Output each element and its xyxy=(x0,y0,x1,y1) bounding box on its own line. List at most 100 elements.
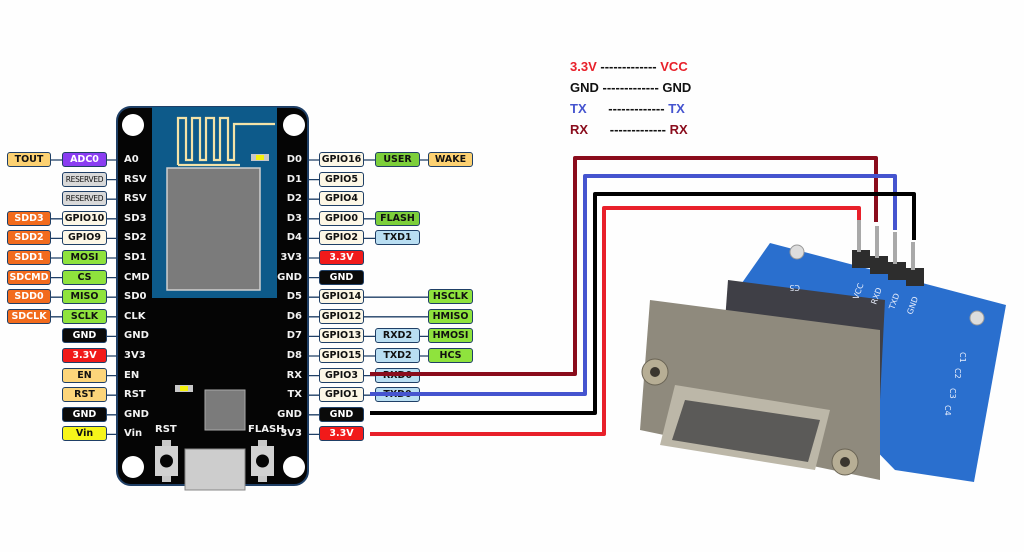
board-pin-gnd: GND xyxy=(277,408,302,420)
legend-row: GND ------------- GND xyxy=(570,80,691,95)
pin-label-3-3v: 3.3V xyxy=(62,348,107,363)
pin-label-sdd0: SDD0 xyxy=(7,289,51,305)
pin-label-gpio0: GPIO0 xyxy=(319,210,364,226)
board-pin-d3: D3 xyxy=(286,212,302,224)
board-pin-gnd: GND xyxy=(124,330,149,342)
board-pin-tx: TX xyxy=(287,389,302,401)
board-pin-d4: D4 xyxy=(286,232,302,244)
pin-label-gpio10: GPIO10 xyxy=(62,210,107,226)
board-pin-vin: Vin xyxy=(124,428,143,440)
pin-label-gpio3: GPIO3 xyxy=(319,367,364,383)
pin-label-hmosi: HMOSI xyxy=(428,328,473,344)
rst-button-label: RST xyxy=(155,424,177,435)
nodemcu-board xyxy=(116,106,309,491)
board-pin-3v3: 3V3 xyxy=(280,252,302,263)
pin-label-cs: CS xyxy=(62,269,107,285)
legend-right: VCC xyxy=(660,59,688,74)
legend-dashes: ------------- xyxy=(596,59,661,74)
pin-label-gpio13: GPIO13 xyxy=(319,328,364,344)
pin-label-gnd: GND xyxy=(62,328,107,344)
pin-label-flash: FLASH xyxy=(375,210,420,226)
board-pin-gnd: GND xyxy=(277,271,302,283)
silkscreen-c3: C3 xyxy=(948,388,957,399)
pin-label-gpio15: GPIO15 xyxy=(319,348,364,363)
pin-label-txd2: TXD2 xyxy=(375,348,420,363)
legend-dashes: ------------- xyxy=(588,122,670,137)
pin-label-gpio12: GPIO12 xyxy=(319,308,364,324)
usb-connector xyxy=(184,448,246,491)
board-pin-d6: D6 xyxy=(286,310,302,322)
pin-label-gnd: GND xyxy=(319,406,364,422)
pin-label-sclk: SCLK xyxy=(62,308,107,324)
pin-label-sdd2: SDD2 xyxy=(7,230,51,246)
pin-label-gnd: GND xyxy=(62,406,107,422)
legend-dashes: ------------- xyxy=(586,101,669,116)
led-icon xyxy=(256,155,264,160)
flash-button-label: FLASH xyxy=(248,424,285,435)
legend-right: RX xyxy=(669,122,688,137)
pin-label-hsclk: HSCLK xyxy=(428,289,473,305)
board-pin-d1: D1 xyxy=(286,173,302,185)
rf-shield xyxy=(166,167,261,291)
pin-label-txd1: TXD1 xyxy=(375,230,420,246)
legend-right: TX xyxy=(668,101,685,116)
pin-label-wake: WAKE xyxy=(428,152,473,167)
pin-label-adc0: ADC0 xyxy=(62,152,107,167)
pin-label-gpio14: GPIO14 xyxy=(319,289,364,305)
mount-hole-icon xyxy=(969,310,985,326)
legend-left: 3.3V xyxy=(570,59,597,74)
pin-label-reserved: RESERVED xyxy=(62,191,107,207)
pin-label-sdd1: SDD1 xyxy=(7,250,51,265)
mount-hole-icon xyxy=(283,114,305,136)
pin-label-hmiso: HMISO xyxy=(428,308,473,324)
pin-label-sdd3: SDD3 xyxy=(7,210,51,226)
board-pin-a0: A0 xyxy=(124,154,139,165)
board-pin-sd1: SD1 xyxy=(124,252,147,263)
board-pin-d2: D2 xyxy=(286,193,302,205)
legend-row: TX ------------- TX xyxy=(570,101,685,116)
pin-label-rxd2: RXD2 xyxy=(375,328,420,344)
legend-right: GND xyxy=(662,80,692,95)
pin-label-user: USER xyxy=(375,152,420,167)
pin-label-gpio1: GPIO1 xyxy=(319,387,364,403)
board-pin-sd2: SD2 xyxy=(124,232,147,244)
board-pin-d0: D0 xyxy=(286,154,302,165)
silkscreen-c1: C1 xyxy=(958,352,967,363)
flash-button[interactable] xyxy=(251,440,274,482)
legend-dashes: ------------- xyxy=(598,80,663,95)
silkscreen-c4: C4 xyxy=(943,405,952,416)
board-pin-3v3: 3V3 xyxy=(124,350,146,361)
pin-label-gpio9: GPIO9 xyxy=(62,230,107,246)
power-led-icon xyxy=(180,386,188,391)
board-pin-3v3: 3V3 xyxy=(280,428,302,440)
pin-label-rxd0: RXD0 xyxy=(375,367,420,383)
board-pin-d5: D5 xyxy=(286,291,302,303)
pin-label-gpio5: GPIO5 xyxy=(319,171,364,187)
legend-left: GND xyxy=(570,80,599,95)
board-pin-d8: D8 xyxy=(286,350,302,361)
pin-label-sdcmd: SDCMD xyxy=(7,269,51,285)
pin-label-gpio4: GPIO4 xyxy=(319,191,364,207)
pin-label-3-3v: 3.3V xyxy=(319,250,364,265)
mount-hole-icon xyxy=(789,244,805,260)
mount-hole-icon xyxy=(283,456,305,478)
board-pin-sd3: SD3 xyxy=(124,212,147,224)
pin-label-rst: RST xyxy=(62,387,107,403)
board-pin-rsv: RSV xyxy=(124,173,147,185)
legend-left: TX xyxy=(570,101,587,116)
pin-label-hcs: HCS xyxy=(428,348,473,363)
legend-row: 3.3V ------------- VCC xyxy=(570,59,688,74)
pin-label-en: EN xyxy=(62,367,107,383)
pin-label-mosi: MOSI xyxy=(62,250,107,265)
legend-left: RX xyxy=(570,122,589,137)
pin-label-gpio16: GPIO16 xyxy=(319,152,364,167)
pin-label-reserved: RESERVED xyxy=(62,171,107,187)
rst-button[interactable] xyxy=(155,440,178,482)
legend-row: RX ------------- RX xyxy=(570,122,688,137)
board-pin-rx: RX xyxy=(286,369,302,381)
mount-hole-icon xyxy=(122,114,144,136)
pin-label-3-3v: 3.3V xyxy=(319,426,364,442)
pin-label-tout: TOUT xyxy=(7,152,51,167)
